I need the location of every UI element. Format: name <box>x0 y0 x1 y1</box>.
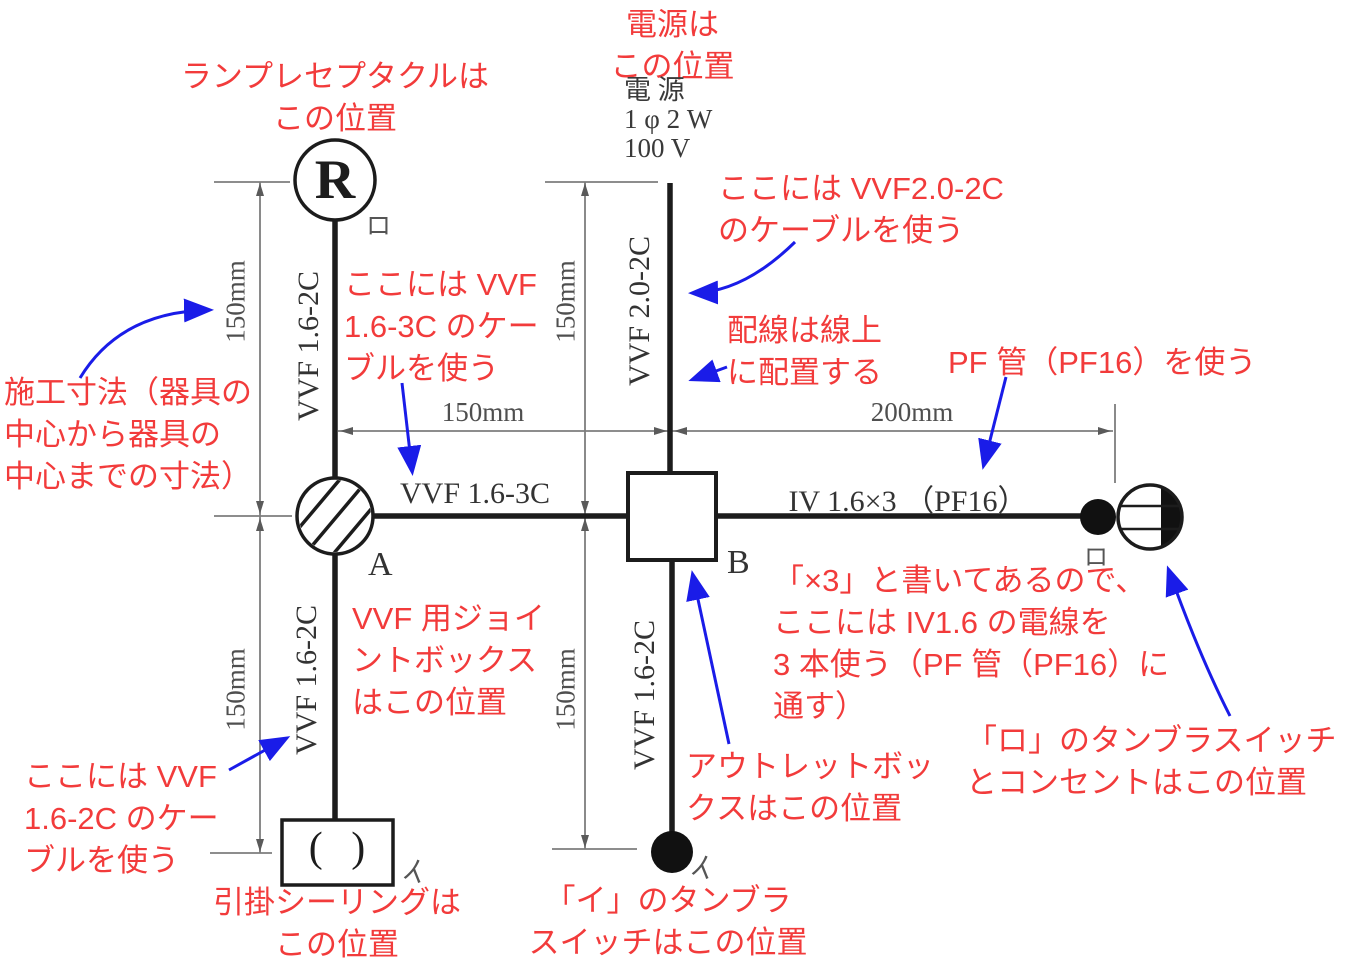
arrow-vvf20-cable <box>688 240 797 305</box>
arrow-on-line <box>688 359 728 383</box>
outlet-box-symbol <box>626 471 718 562</box>
cable-label-iv16: IV 1.6×3 （PF16） <box>788 485 1028 518</box>
dim-label-left-bottom: 150mm <box>220 648 251 731</box>
joint-box-symbol <box>295 476 375 556</box>
arrow-vvf163-cable <box>397 382 422 476</box>
note-switch-i: 「イ」のタンブラ スイッチはこの位置 <box>528 883 808 960</box>
arrow-install-dims <box>78 298 214 379</box>
switch-ro-mark: ロ <box>1084 545 1108 571</box>
wires <box>332 183 1082 832</box>
cable-label-middle-bottom: VVF 1.6-2C <box>628 620 661 771</box>
power-source-label: 電 源 1 φ 2 W 100 V <box>624 75 713 163</box>
annotation-arrows <box>78 240 1232 772</box>
switch-ro-symbol <box>1080 499 1116 535</box>
cable-label-left-bottom: VVF 1.6-2C <box>290 605 323 756</box>
dim-label-mid-bottom: 150mm <box>550 648 581 731</box>
note-vvf163-cable: ここには VVF 1.6-3C のケー ブルを使う <box>344 267 539 386</box>
arrow-pf-pipe <box>978 376 1008 470</box>
joint-box-hatching <box>299 480 371 552</box>
note-wire-on-line: 配線は線上 に配置する <box>727 313 882 390</box>
cable-label-power-drop: VVF 2.0-2C <box>623 236 656 387</box>
note-lamp-receptacle: ランプレセプタクルは この位置 <box>180 59 490 136</box>
note-outlet-box: アウトレットボッ クスはこの位置 <box>686 749 934 826</box>
note-pf-pipe: PF 管（PF16）を使う <box>948 345 1257 380</box>
ceiling-rosette-symbol <box>280 818 395 887</box>
note-switch-ro-outlet: 「ロ」のタンブラスイッチ とコンセントはこの位置 <box>966 723 1337 800</box>
dimension-arrowheads <box>256 183 1111 852</box>
arrow-ro-switch <box>1165 565 1232 717</box>
lamp-circuit-mark: ロ <box>366 213 392 240</box>
cable-label-vvf163: VVF 1.6-3C <box>399 477 550 510</box>
note-x3-wires: 「×3」と書いてあるので、 ここには IV1.6 の電線を 3 本使う（PF 管… <box>773 563 1170 724</box>
joint-box-letter: A <box>368 546 393 583</box>
note-power-position: 電源は この位置 <box>610 7 735 84</box>
note-vvf162-cable: ここには VVF 1.6-2C のケー ブルを使う <box>24 759 219 878</box>
note-install-dimensions: 施工寸法（器具の 中心から器具の 中心までの寸法） <box>4 375 252 494</box>
dim-label-150mm-horizontal: 150mm <box>441 397 525 427</box>
lamp-receptacle-symbol <box>293 138 377 222</box>
note-joint-box: VVF 用ジョイ ントボックス はこの位置 <box>352 601 545 720</box>
note-vvf20-cable: ここには VVF2.0-2C のケーブルを使う <box>718 171 1004 248</box>
outlet-box-letter: B <box>727 544 750 581</box>
arrow-outlet-box <box>686 570 731 745</box>
cable-label-left-top: VVF 1.6-2C <box>292 271 325 422</box>
receptacle-outlet-symbol <box>1116 483 1184 551</box>
switch-i-symbol <box>651 831 693 873</box>
arrow-vvf162-cable <box>228 736 291 772</box>
lamp-receptacle-letter: R <box>314 149 356 211</box>
dim-label-200mm-horizontal: 200mm <box>870 397 954 427</box>
note-ceiling-rosette: 引掛シーリングは この位置 <box>213 885 461 962</box>
rosette-glyph: ( ) <box>308 825 366 871</box>
dim-label-mid-top: 150mm <box>550 260 581 343</box>
dim-label-left-top: 150mm <box>220 260 251 343</box>
